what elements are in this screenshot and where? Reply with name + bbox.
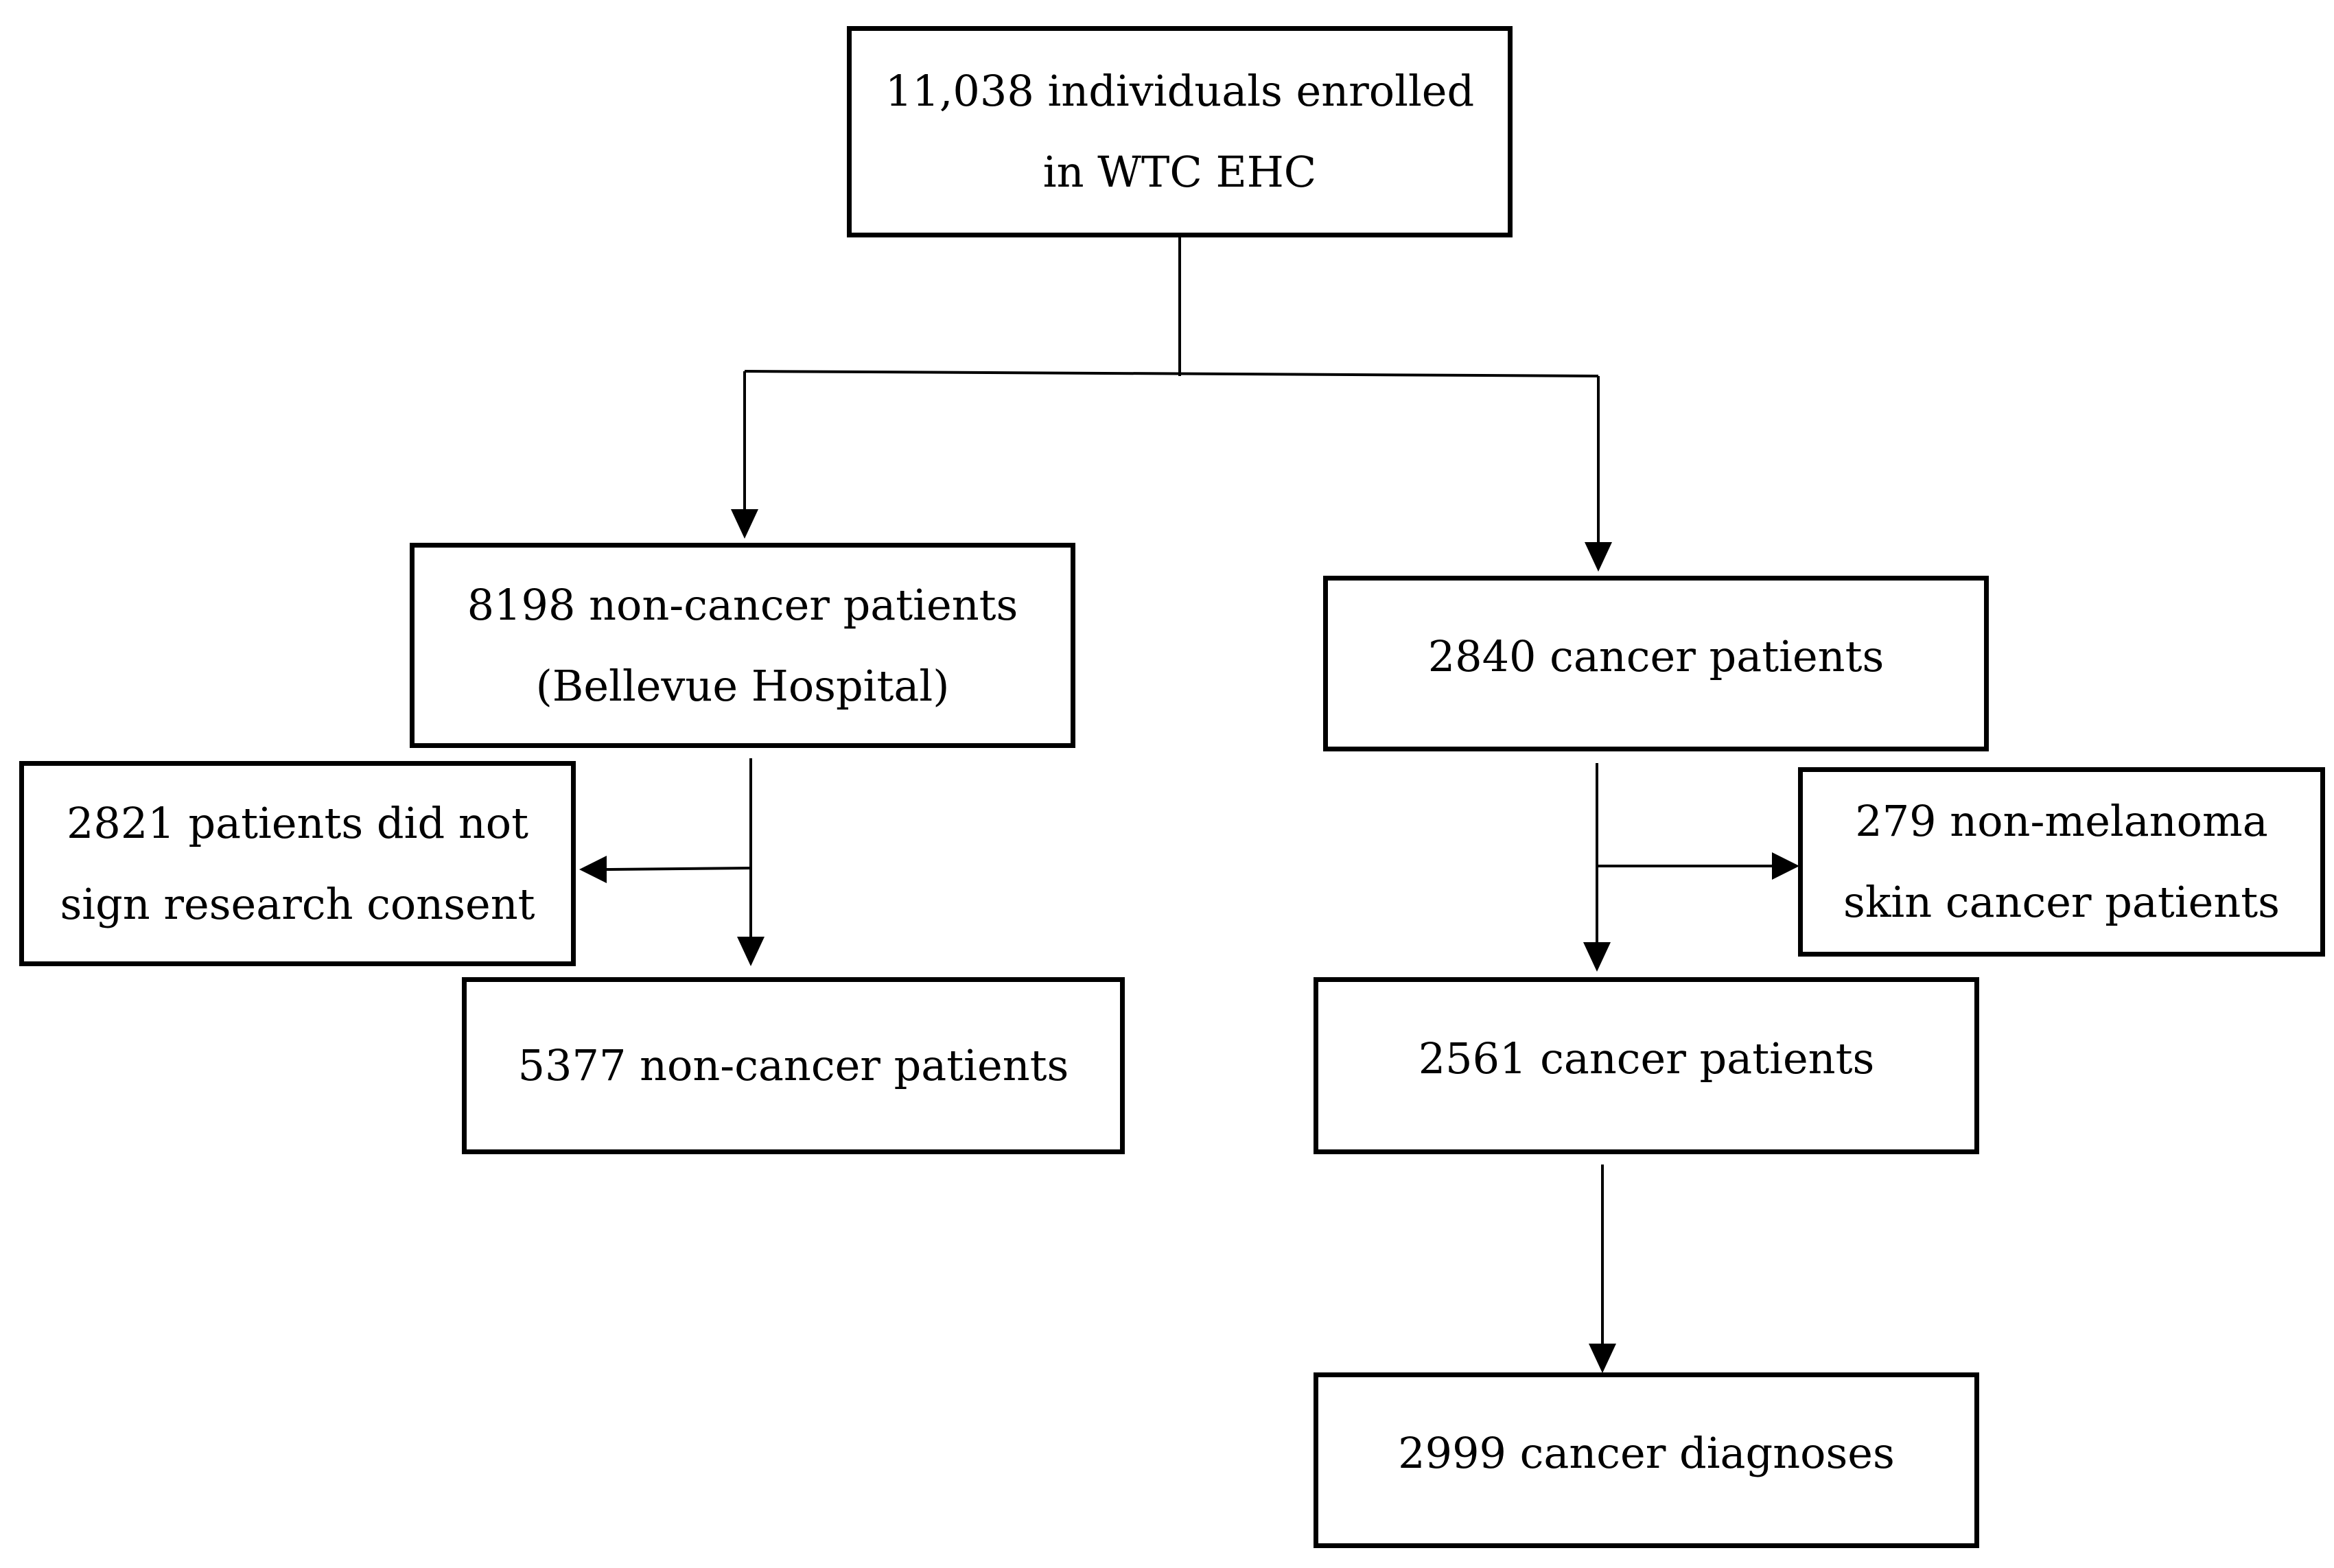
no-consent-line-1: 2821 patients did not <box>66 797 529 848</box>
arrow-to-cancer-icon <box>1585 542 1612 572</box>
noncancer-line-2: (Bellevue Hospital) <box>535 660 950 711</box>
cancer-box: 2840 cancer patients <box>1323 576 1989 751</box>
nmsc-box: 279 non-melanoma skin cancer patients <box>1798 767 2325 957</box>
enrolled-line-2: in WTC EHC <box>1042 147 1317 197</box>
arrow-to-noncancer-final-icon <box>737 937 765 966</box>
arrow-to-nmsc-icon <box>1772 852 1799 880</box>
cancer-line-1: 2840 cancer patients <box>1427 631 1884 681</box>
arrow-to-noncancer-icon <box>731 509 758 539</box>
noncancer-line-1: 8198 non-cancer patients <box>467 579 1018 630</box>
enrolled-box: 11,038 individuals enrolled in WTC EHC <box>847 26 1513 237</box>
enrolled-line-1: 11,038 individuals enrolled <box>885 66 1475 116</box>
no-consent-box: 2821 patients did not sign research cons… <box>19 761 576 966</box>
nmsc-line-2: skin cancer patients <box>1843 877 2280 927</box>
noncancer-final-box: 5377 non-cancer patients <box>462 977 1125 1154</box>
diagnoses-box: 2999 cancer diagnoses <box>1314 1372 1979 1548</box>
diagnoses-line-1: 2999 cancer diagnoses <box>1398 1428 1895 1478</box>
noncancer-box: 8198 non-cancer patients (Bellevue Hospi… <box>410 543 1075 748</box>
noncancer-final-line-1: 5377 non-cancer patients <box>517 1040 1069 1090</box>
cancer-final-box: 2561 cancer patients <box>1314 977 1979 1154</box>
arrow-to-cancer-final-icon <box>1583 942 1611 972</box>
arrow-to-noconsent-icon <box>579 856 607 883</box>
noconsent-branch-line <box>606 867 751 871</box>
nmsc-line-1: 279 non-melanoma <box>1855 796 2268 846</box>
split-line <box>744 370 1599 377</box>
arrow-to-diagnoses-icon <box>1589 1344 1616 1373</box>
no-consent-line-2: sign research consent <box>60 878 535 929</box>
cancer-final-line-1: 2561 cancer patients <box>1418 1033 1875 1084</box>
